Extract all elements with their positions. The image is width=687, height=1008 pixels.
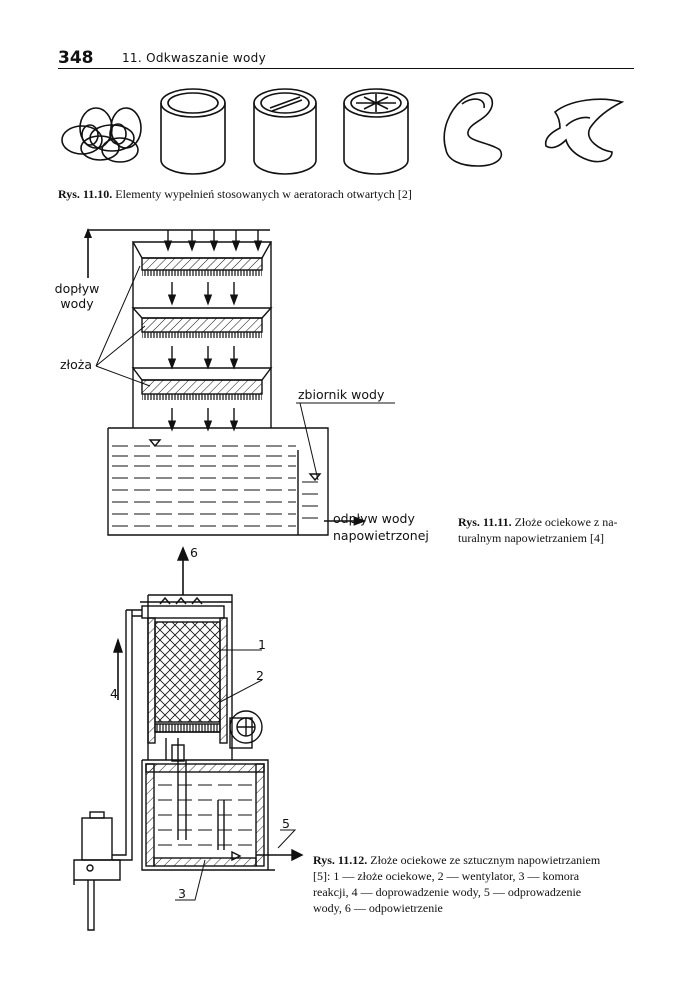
outflow-label-line2: napowietrzonej	[333, 528, 429, 543]
pump	[73, 811, 121, 931]
fig-10-caption: Rys. 11.10. Elementy wypełnień stosowany…	[58, 186, 412, 202]
label-2: 2	[256, 668, 264, 683]
label-6: 6	[190, 545, 198, 560]
page-number: 348	[58, 48, 94, 68]
filter-bed-3	[131, 367, 273, 400]
inflow-label-line1: dopływ	[54, 281, 100, 296]
intalox-saddle	[544, 98, 625, 163]
fig-12-line1: Złoże ociekowe ze sztucznym napowietrzan…	[370, 853, 601, 867]
raschig-ring	[160, 88, 226, 175]
ring-tangle-packing	[61, 107, 142, 163]
spray-nozzles	[159, 596, 203, 605]
filter-bed-2	[131, 307, 273, 338]
fig-10-text: Elementy wypełnień stosowanych w aerator…	[115, 187, 412, 201]
inflow-label: dopływ wody	[52, 281, 102, 311]
water-tank	[107, 427, 367, 536]
label-1: 1	[258, 637, 266, 652]
trickling-bed-packing	[154, 621, 221, 723]
inflow-arrows	[163, 230, 263, 252]
natural-aeration-filter	[84, 228, 395, 536]
fig-12-line2: [5]: 1 — złoże ociekowe, 2 — wentylator,…	[313, 869, 580, 883]
fig-11-line1: Złoże ociekowe z na-	[514, 515, 618, 529]
fan	[229, 710, 263, 749]
reaction-chamber	[141, 738, 275, 871]
filter-bed-1	[131, 241, 273, 276]
fig-12-line3: reakcji, 4 — doprowadzenie wody, 5 — odp…	[313, 885, 582, 899]
fig-12-label: Rys. 11.12.	[313, 853, 368, 867]
header-rule	[58, 68, 634, 69]
label-4: 4	[110, 686, 118, 701]
tank-label: zbiornik wody	[298, 387, 385, 402]
fig-12-caption: Rys. 11.12. Złoże ociekowe ze sztucznym …	[313, 852, 643, 916]
cross-partition-ring	[343, 88, 409, 175]
inflow-label-line2: wody	[60, 296, 94, 311]
berl-saddle	[443, 92, 503, 167]
lessing-ring	[253, 88, 317, 175]
fig-11-label: Rys. 11.11.	[458, 515, 512, 529]
label-5: 5	[282, 816, 290, 831]
fig-12-line4: wody, 6 — odpowietrzenie	[313, 901, 443, 915]
outflow-label-line1: odpływ wody	[333, 511, 415, 526]
label-3: 3	[178, 886, 186, 901]
packing-elements-row	[61, 88, 625, 175]
running-header: 11. Odkwaszanie wody	[122, 51, 266, 65]
fig-11-caption: Rys. 11.11. Złoże ociekowe z na- turalny…	[458, 514, 618, 546]
fig-11-line2: turalnym napowietrzaniem [4]	[458, 531, 604, 545]
forced-aeration-filter	[73, 546, 304, 931]
beds-label: złoża	[60, 357, 92, 372]
fig-10-label: Rys. 11.10.	[58, 187, 113, 201]
